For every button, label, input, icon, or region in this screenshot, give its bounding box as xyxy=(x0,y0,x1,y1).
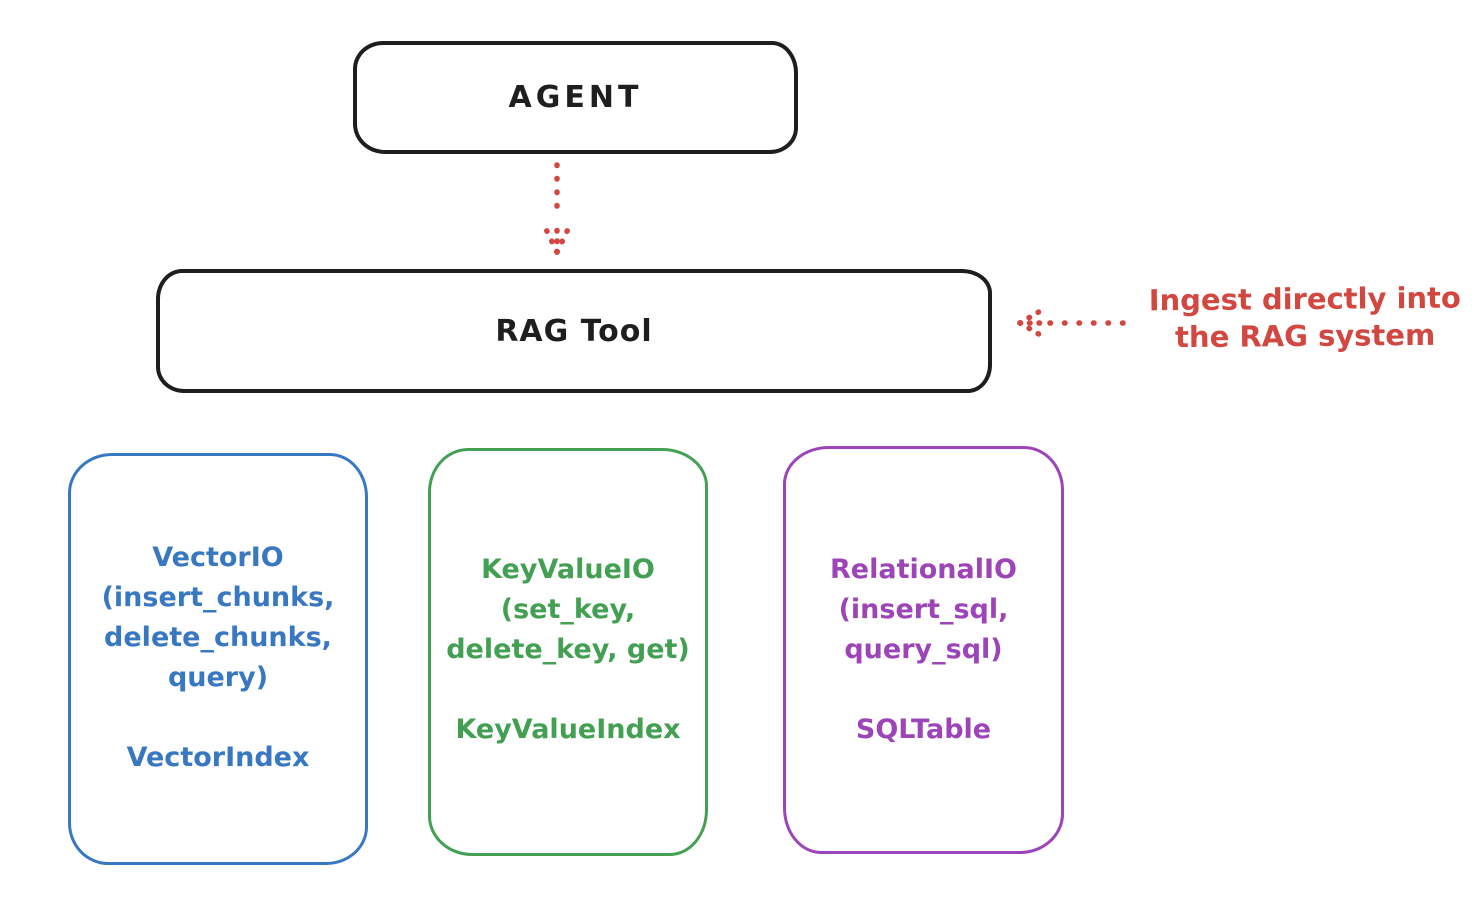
arrow-left-ingest-icon xyxy=(1017,307,1139,339)
vector-io-line: VectorIO xyxy=(152,542,284,573)
rag-tool-box: RAG Tool xyxy=(156,269,992,393)
relational-io-line: (insert_sql, xyxy=(838,594,1009,625)
arrow-down-agent-to-ragtool-icon xyxy=(540,162,574,255)
keyvalue-io-box: KeyValueIO (set_key, delete_key, get) Ke… xyxy=(428,448,708,856)
relational-io-signature: RelationalIO (insert_sql, query_sql) xyxy=(830,550,1017,670)
keyvalue-io-line: (set_key, xyxy=(500,594,636,625)
ingest-annotation-line2: the RAG system xyxy=(1174,317,1436,355)
vector-io-line: (insert_chunks, xyxy=(101,582,335,613)
vector-io-box: VectorIO (insert_chunks, delete_chunks, … xyxy=(68,453,368,865)
rag-tool-label: RAG Tool xyxy=(495,313,653,349)
agent-label: AGENT xyxy=(508,80,643,115)
relational-io-box: RelationalIO (insert_sql, query_sql) SQL… xyxy=(783,446,1064,854)
keyvalue-io-signature: KeyValueIO (set_key, delete_key, get) xyxy=(446,550,690,670)
vector-io-line: query) xyxy=(167,662,269,693)
ingest-annotation-line1: Ingest directly into xyxy=(1148,280,1462,318)
vector-io-line: delete_chunks, xyxy=(104,622,332,653)
keyvalue-index-label: KeyValueIndex xyxy=(455,714,681,745)
vector-io-signature: VectorIO (insert_chunks, delete_chunks, … xyxy=(102,538,335,698)
keyvalue-io-line: KeyValueIO xyxy=(481,554,655,585)
keyvalue-io-line: delete_key, get) xyxy=(446,634,690,665)
sql-table-label: SQLTable xyxy=(855,714,992,745)
agent-box: AGENT xyxy=(353,41,798,154)
ingest-annotation: Ingest directly into the RAG system xyxy=(1140,280,1471,357)
vector-index-label: VectorIndex xyxy=(126,742,310,773)
relational-io-line: RelationalIO xyxy=(830,554,1017,585)
relational-io-line: query_sql) xyxy=(844,634,1003,665)
